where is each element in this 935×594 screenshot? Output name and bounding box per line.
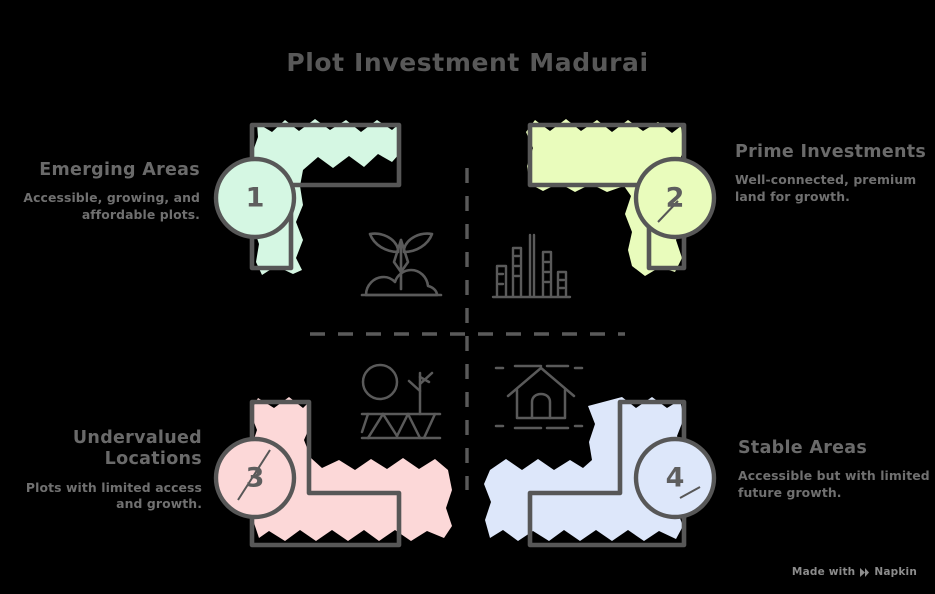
quadrant-1-description: Accessible, growing, and affordable plot… — [23, 190, 200, 222]
quadrant-1-badge[interactable]: 1 — [213, 156, 297, 240]
quadrant-1-shape[interactable]: 1 — [213, 119, 402, 275]
quadrant-2-shape[interactable]: 2 — [526, 119, 717, 276]
quadrant-1-text: Emerging Areas Accessible, growing, and … — [14, 160, 200, 223]
city-buildings-icon — [491, 233, 572, 299]
quadrant-3-fill — [250, 397, 452, 541]
quadrant-4-description: Accessible but with limited future growt… — [738, 468, 930, 500]
page-title: Plot Investment Madurai — [286, 48, 649, 77]
quadrant-3-number: 3 — [246, 463, 265, 494]
quadrant-3-description: Plots with limited access and growth. — [25, 479, 202, 512]
quadrant-3-text: Undervalued Locations Plots with limited… — [20, 428, 202, 513]
quadrant-4-badge[interactable]: 4 — [633, 436, 717, 520]
house-icon — [494, 364, 588, 430]
quadrant-2-number: 2 — [666, 183, 685, 214]
quadrant-2-fill — [526, 119, 684, 276]
barren-land-icon — [360, 363, 442, 440]
quadrant-2-description: Well-connected, premium land for growth. — [735, 172, 917, 204]
watermark-brand-label: Napkin — [874, 566, 917, 578]
napkin-logo-icon — [859, 567, 870, 578]
quadrant-3-shape[interactable]: 3 — [213, 397, 452, 548]
seedling-icon — [360, 232, 443, 297]
divider-cross — [310, 168, 625, 490]
quadrant-3-outline — [249, 399, 402, 548]
quadrant-4-fill — [484, 397, 684, 541]
quadrant-4-text: Stable Areas Accessible but with limited… — [738, 438, 930, 501]
quadrant-4-number: 4 — [666, 463, 685, 494]
quadrant-2-heading: Prime Investments — [735, 142, 927, 162]
quadrant-1-heading: Emerging Areas — [39, 160, 200, 180]
quadrant-3-badge[interactable]: 3 — [213, 436, 297, 520]
napkin-watermark[interactable]: Made with Napkin — [792, 566, 917, 578]
quadrant-2-badge[interactable]: 2 — [633, 156, 717, 240]
quadrant-4-shape[interactable]: 4 — [484, 397, 717, 548]
quadrant-1-number: 1 — [246, 183, 265, 214]
quadrant-3-heading: Undervalued Locations — [72, 428, 202, 470]
quadrant-4-outline — [527, 399, 687, 548]
watermark-made-with-label: Made with — [791, 566, 856, 578]
quadrant-2-text: Prime Investments Well-connected, premiu… — [735, 142, 927, 205]
quadrant-4-heading: Stable Areas — [738, 438, 868, 458]
